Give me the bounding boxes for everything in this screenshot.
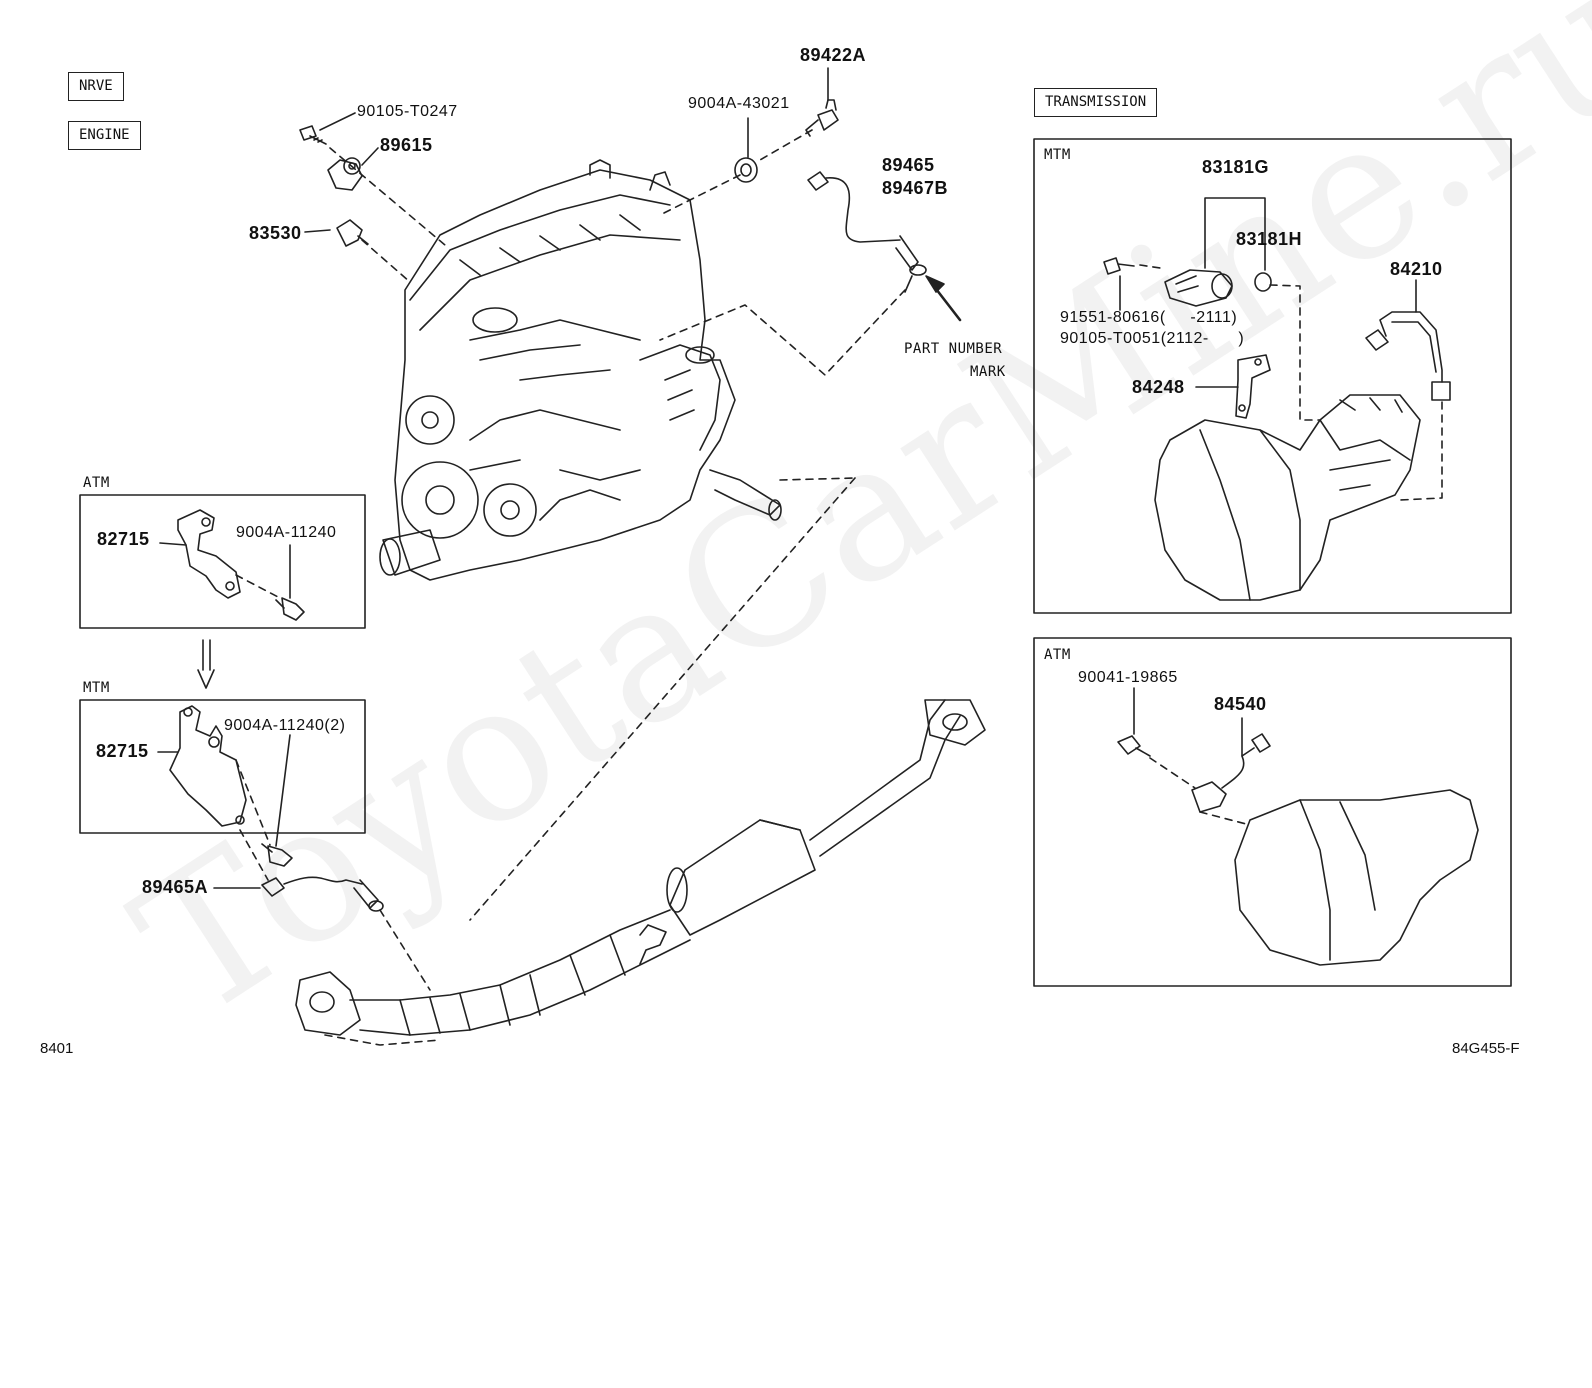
- label-9004a-11240-2: 9004A-11240(2): [224, 717, 346, 734]
- footer-right-code: 84G455-F: [1452, 1040, 1520, 1057]
- exhaust-pipe: [295, 699, 986, 1036]
- label-90041-19865: 90041-19865: [1078, 669, 1178, 686]
- parts-diagram: [79, 67, 1512, 1046]
- label-84248: 84248: [1132, 377, 1185, 397]
- tag-transmission: TRANSMISSION: [1034, 88, 1158, 117]
- label-84540: 84540: [1214, 694, 1267, 714]
- sensor-cable-84210: [1365, 311, 1451, 401]
- atm-transmission: [1234, 789, 1479, 966]
- label-89615: 89615: [380, 135, 433, 155]
- label-90105-t0051: 90105-T0051(2112- ): [1060, 330, 1245, 347]
- sensor-89422a: [805, 99, 839, 137]
- label-89465a: 89465A: [142, 877, 209, 897]
- oxygen-sensor-89465: [807, 171, 927, 293]
- section-atm-bracket: ATM: [83, 475, 110, 491]
- tag-engine: ENGINE: [68, 121, 141, 150]
- section-mtm-bracket: MTM: [83, 680, 110, 696]
- label-9004a-11240: 9004A-11240: [236, 524, 337, 541]
- section-mtm-transmission: MTM: [1044, 147, 1071, 163]
- speed-sensor-83181g: [1164, 269, 1233, 307]
- knock-sensor-89615: [327, 157, 363, 191]
- label-9004a-43021: 9004A-43021: [688, 95, 790, 112]
- label-91551-80616: 91551-80616( -2111): [1060, 309, 1238, 326]
- label-part-number-mark-2: MARK: [970, 364, 1006, 380]
- label-83181g: 83181G: [1202, 157, 1270, 177]
- label-82715-atm: 82715: [97, 529, 150, 549]
- bolt-91551: [1103, 257, 1135, 275]
- engine-assembly: [379, 159, 782, 581]
- section-atm-transmission: ATM: [1044, 647, 1071, 663]
- footer-left-code: 8401: [40, 1040, 74, 1057]
- o-ring-83181h: [1254, 272, 1272, 292]
- mtm-transmission: [1154, 394, 1421, 601]
- label-part-number-mark-1: PART NUMBER: [904, 341, 1003, 357]
- label-89465: 89465: [882, 155, 935, 175]
- oxygen-sensor-89465a: [261, 876, 384, 912]
- label-82715-mtm: 82715: [96, 741, 149, 761]
- label-89467b: 89467B: [882, 178, 949, 198]
- bolt-9004a-11240-2: [261, 843, 293, 867]
- bolt-9004a-11240: [275, 597, 305, 621]
- label-83530: 83530: [249, 223, 302, 243]
- tag-nrve: NRVE: [68, 72, 124, 101]
- gasket-9004a-43021: [734, 157, 758, 183]
- bolt-90041-19865: [1117, 735, 1151, 757]
- label-84210: 84210: [1390, 259, 1443, 279]
- label-83181h: 83181H: [1236, 229, 1303, 249]
- label-89422a: 89422A: [800, 45, 867, 65]
- bolt-90105-t0247: [299, 125, 327, 145]
- label-90105-t0247: 90105-T0247: [357, 103, 458, 120]
- bracket-84248: [1235, 354, 1271, 419]
- bracket-82715-atm: [177, 509, 241, 599]
- sensor-84540: [1191, 733, 1271, 813]
